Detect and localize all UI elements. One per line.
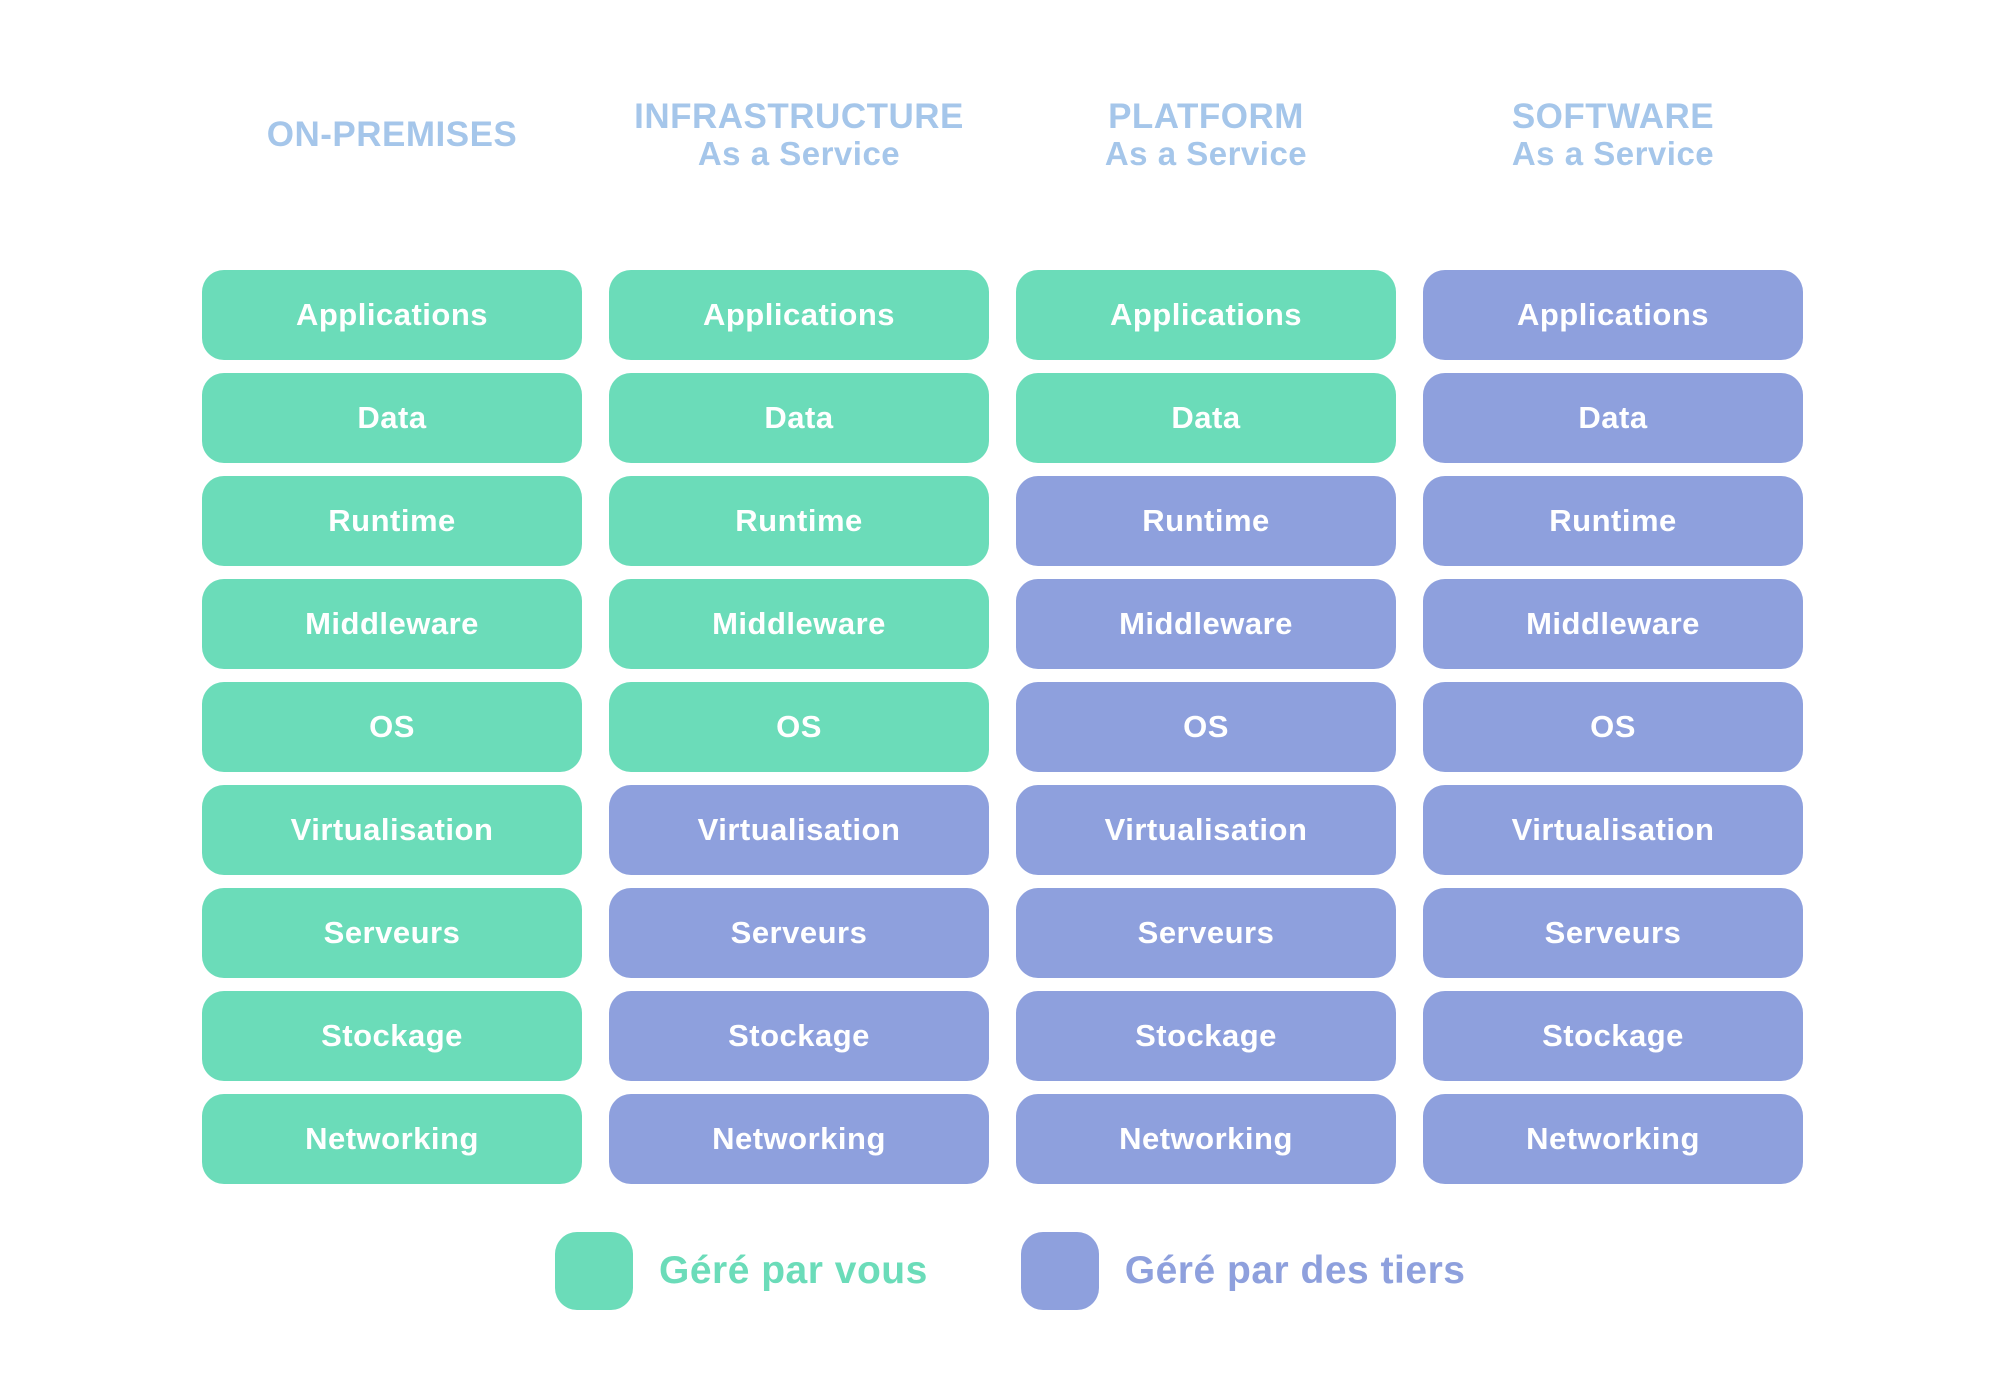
layer-box-paas-os: OS (1016, 682, 1396, 772)
column-title-line: As a Service (1511, 135, 1715, 172)
layer-box-saas-virtualisation: Virtualisation (1423, 785, 1803, 875)
layer-box-on-premises-applications: Applications (202, 270, 582, 360)
layer-box-iaas-networking: Networking (609, 1094, 989, 1184)
layer-box-iaas-os: OS (609, 682, 989, 772)
legend-swatch-green (555, 1232, 633, 1310)
layer-box-paas-runtime: Runtime (1016, 476, 1396, 566)
layer-box-on-premises-virtualisation: Virtualisation (202, 785, 582, 875)
legend-label-managed-by-you: Géré par vous (659, 1249, 928, 1292)
column-title-line: ON-PREMISES (266, 115, 518, 154)
layer-box-saas-os: OS (1423, 682, 1803, 772)
layer-box-saas-runtime: Runtime (1423, 476, 1803, 566)
layer-box-iaas-applications: Applications (609, 270, 989, 360)
layer-box-paas-applications: Applications (1016, 270, 1396, 360)
legend: Géré par vous Géré par des tiers (555, 1232, 1465, 1310)
legend-item-managed-by-you: Géré par vous (555, 1232, 928, 1310)
column-title-line: As a Service (697, 135, 901, 172)
layer-box-paas-virtualisation: Virtualisation (1016, 785, 1396, 875)
layer-box-iaas-middleware: Middleware (609, 579, 989, 669)
column-title-line: As a Service (1104, 135, 1308, 172)
legend-item-managed-by-third-party: Géré par des tiers (1020, 1232, 1466, 1310)
layer-box-on-premises-data: Data (202, 373, 582, 463)
layer-box-paas-data: Data (1016, 373, 1396, 463)
layer-box-saas-stockage: Stockage (1423, 991, 1803, 1081)
layer-box-paas-serveurs: Serveurs (1016, 888, 1396, 978)
layer-box-on-premises-serveurs: Serveurs (202, 888, 582, 978)
column-title-line: PLATFORM (1108, 97, 1304, 136)
layer-box-iaas-stockage: Stockage (609, 991, 989, 1081)
column-title-line: SOFTWARE (1511, 97, 1715, 136)
layer-box-on-premises-runtime: Runtime (202, 476, 582, 566)
layer-box-iaas-serveurs: Serveurs (609, 888, 989, 978)
layer-box-saas-middleware: Middleware (1423, 579, 1803, 669)
layer-box-iaas-virtualisation: Virtualisation (609, 785, 989, 875)
layer-box-iaas-runtime: Runtime (609, 476, 989, 566)
layer-box-saas-networking: Networking (1423, 1094, 1803, 1184)
column-title-line: INFRASTRUCTURE (634, 97, 964, 136)
layer-box-on-premises-os: OS (202, 682, 582, 772)
legend-label-managed-by-third-party: Géré par des tiers (1124, 1249, 1466, 1292)
layer-box-paas-middleware: Middleware (1016, 579, 1396, 669)
layer-box-on-premises-middleware: Middleware (202, 579, 582, 669)
legend-swatch-purple (1020, 1232, 1099, 1310)
layer-box-iaas-data: Data (609, 373, 989, 463)
layer-box-saas-applications: Applications (1423, 270, 1803, 360)
layer-box-on-premises-stockage: Stockage (202, 991, 582, 1081)
layer-box-paas-networking: Networking (1016, 1094, 1396, 1184)
layer-box-saas-serveurs: Serveurs (1423, 888, 1803, 978)
column-header-on-premises: ON-PREMISES (202, 95, 582, 175)
layer-box-paas-stockage: Stockage (1016, 991, 1396, 1081)
layer-box-on-premises-networking: Networking (202, 1094, 582, 1184)
layer-box-saas-data: Data (1423, 373, 1803, 463)
